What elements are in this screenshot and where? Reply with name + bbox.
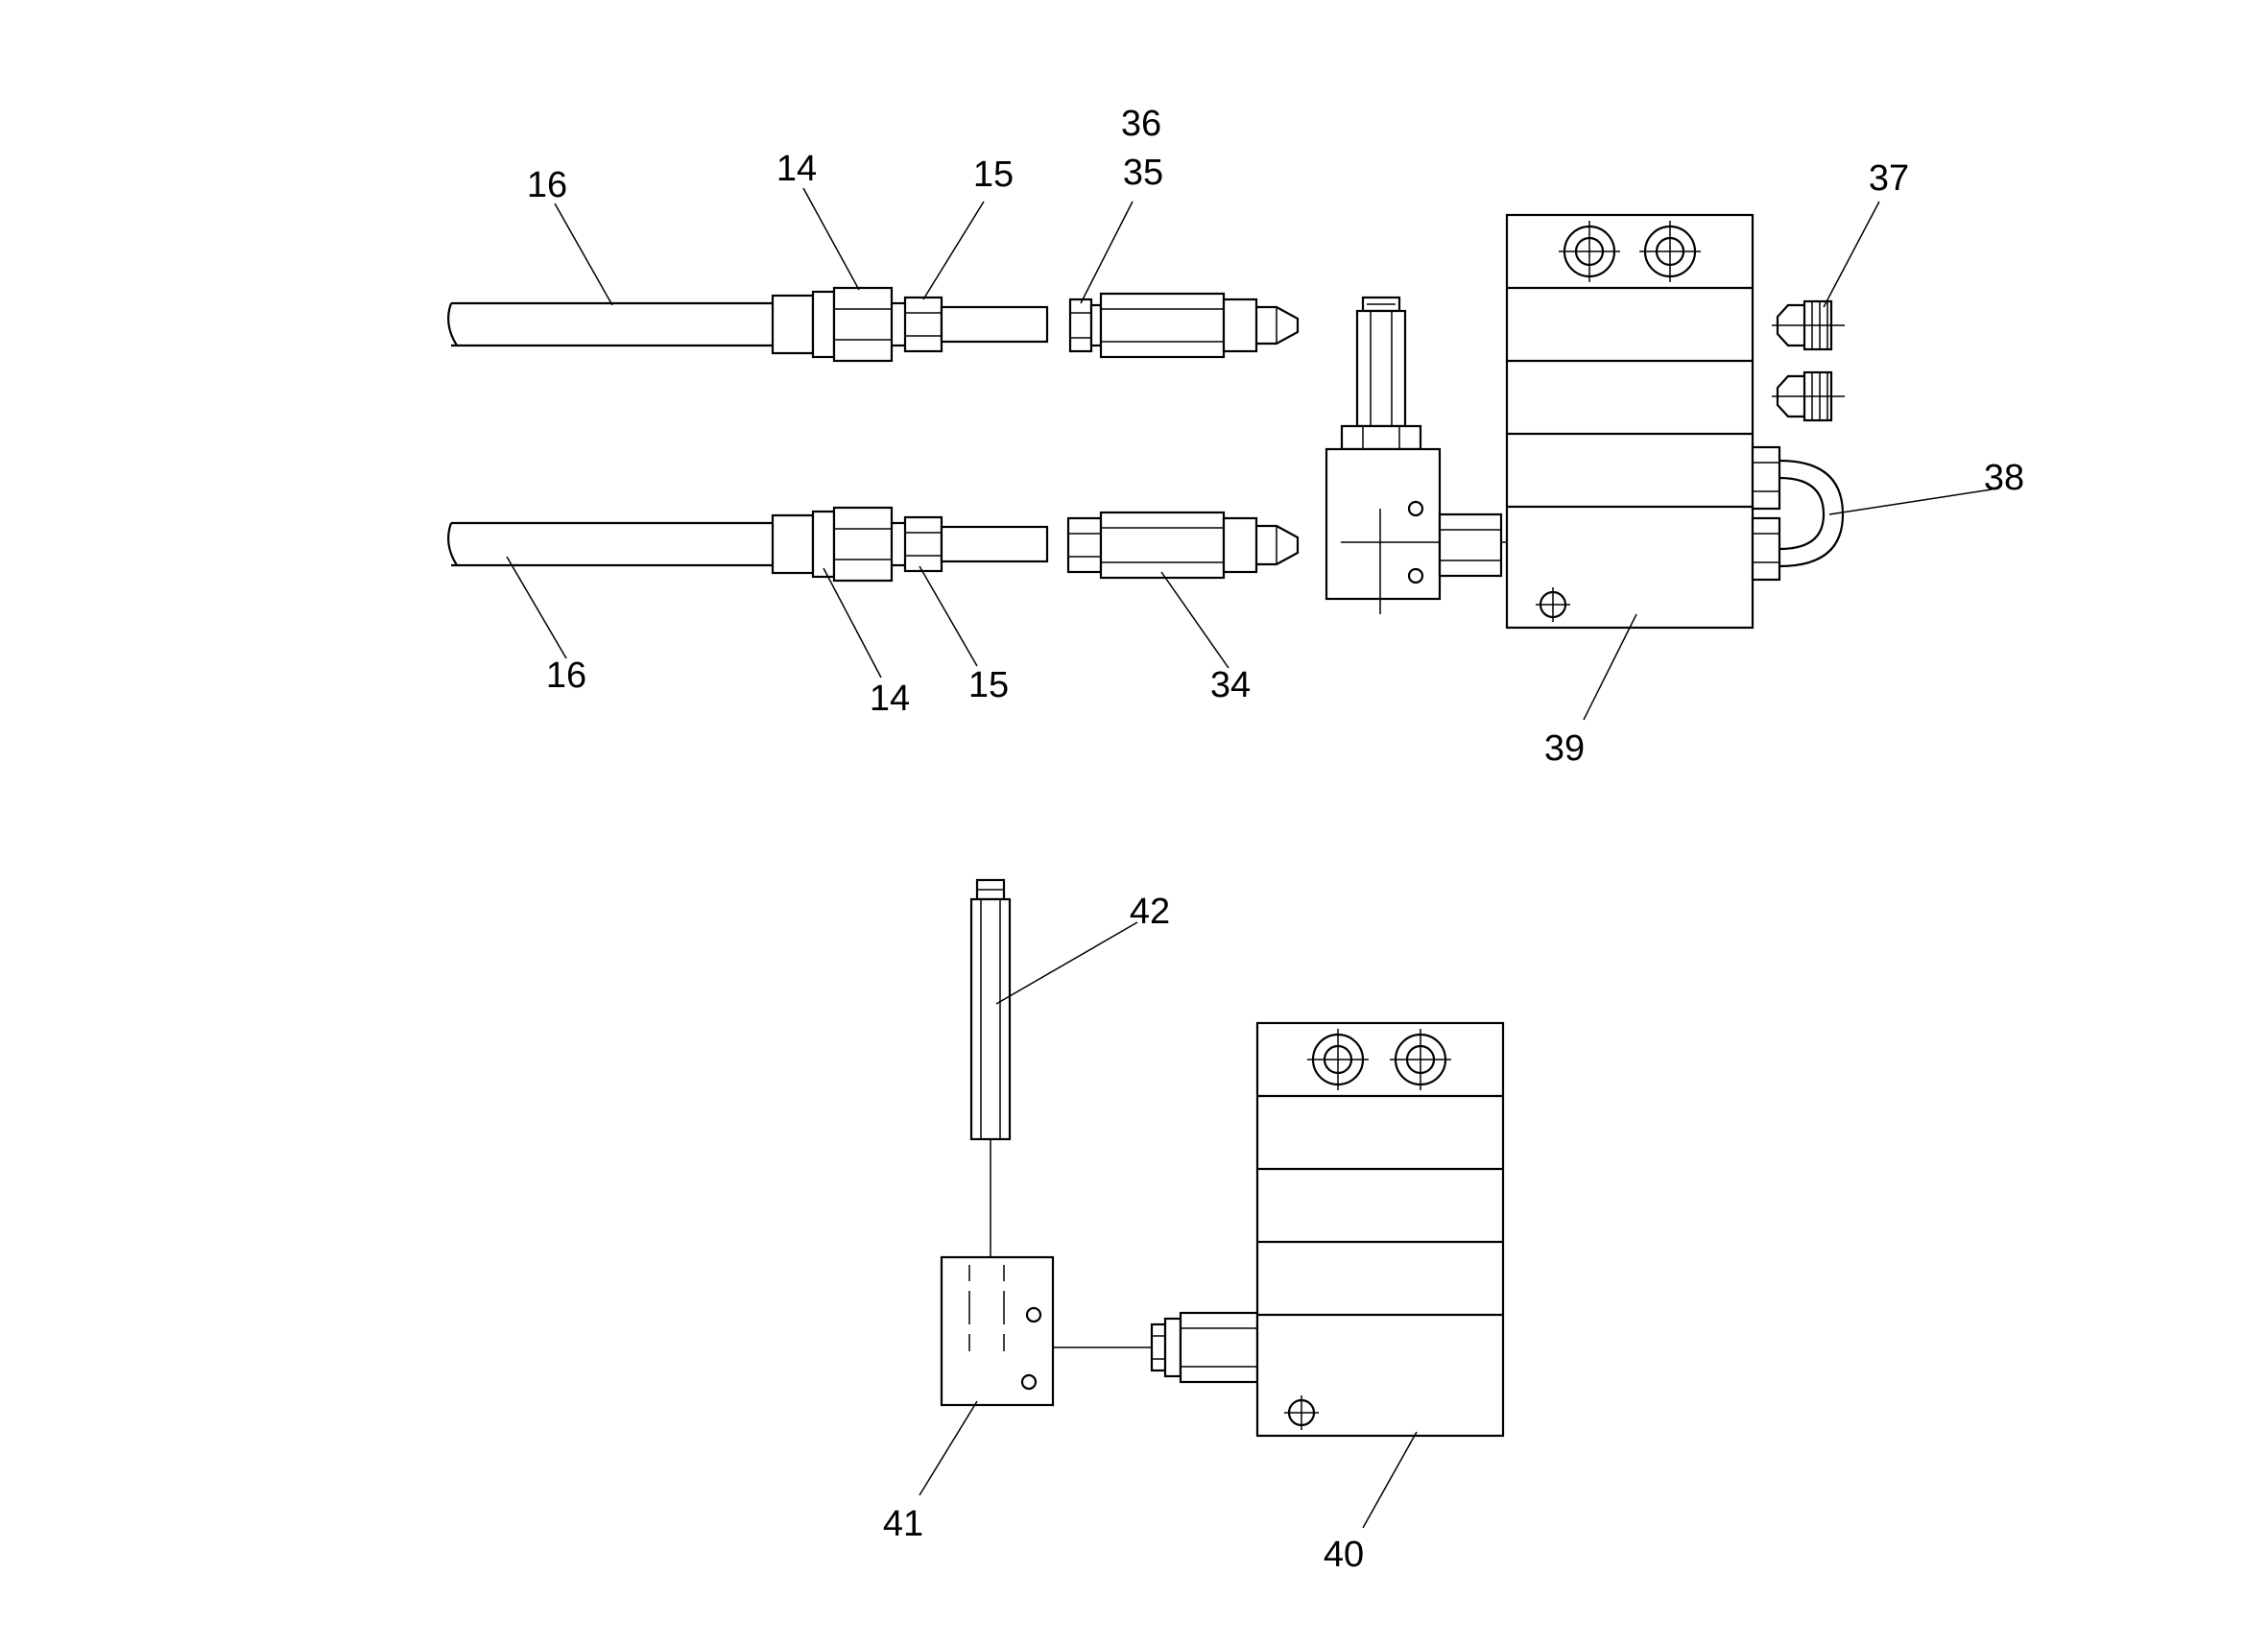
- valve-assembly-upper: [1325, 213, 1845, 630]
- callout-37: 37: [1869, 158, 1909, 199]
- callout-labels: 16 14 15 36 35 37 38 16 14 15 34 39 42 4…: [527, 104, 2024, 1575]
- fitting-14-bottom: [771, 506, 894, 583]
- callout-35: 35: [1123, 153, 1163, 193]
- connector-35-36-top: [1068, 292, 1300, 359]
- block-41: [940, 1255, 1152, 1407]
- port-circle-2: [1639, 221, 1701, 282]
- callout-39: 39: [1544, 728, 1585, 769]
- vertical-fitting-upper: [1340, 296, 1422, 451]
- rod-42: [969, 878, 1012, 1257]
- callout-15-top: 15: [973, 155, 1014, 195]
- callout-16-bottom: 16: [546, 655, 586, 696]
- callout-36: 36: [1121, 104, 1161, 144]
- leader-lines: [506, 187, 1993, 1529]
- callout-34: 34: [1210, 665, 1251, 705]
- coupling-lower: [1150, 1311, 1259, 1384]
- manifold-39: [1505, 213, 1755, 630]
- port-circle-4: [1390, 1029, 1451, 1090]
- callout-14-top: 14: [776, 149, 817, 189]
- block-upper-small: [1325, 447, 1442, 614]
- loop-38: [1751, 445, 1845, 582]
- callout-42: 42: [1130, 892, 1170, 932]
- callout-40: 40: [1324, 1535, 1364, 1575]
- connector-34-bottom: [1066, 511, 1300, 580]
- tube-assembly-top: [446, 286, 1300, 363]
- callout-15-bottom: 15: [968, 665, 1009, 705]
- tube-assembly-bottom: [446, 506, 1300, 583]
- cap-37-b: [1772, 370, 1845, 422]
- mount-hole-lower: [1284, 1395, 1319, 1430]
- port-circle-3: [1307, 1029, 1369, 1090]
- tube-16-bottom: [446, 521, 773, 567]
- cap-37-a: [1772, 299, 1845, 351]
- coupling-upper: [1438, 512, 1515, 578]
- manifold-40: [1255, 1021, 1505, 1438]
- fitting-14-top: [771, 286, 894, 363]
- callout-16-top: 16: [527, 165, 567, 205]
- callout-38: 38: [1984, 458, 2024, 498]
- callout-14-bottom: 14: [870, 679, 910, 719]
- nut-15-bottom: [892, 515, 1049, 573]
- nut-15-top: [892, 296, 1049, 353]
- port-circle-1: [1559, 221, 1620, 282]
- tube-16-top: [446, 301, 773, 347]
- mount-hole-upper: [1536, 587, 1570, 622]
- valve-assembly-lower: [940, 878, 1505, 1438]
- callout-41: 41: [883, 1504, 923, 1544]
